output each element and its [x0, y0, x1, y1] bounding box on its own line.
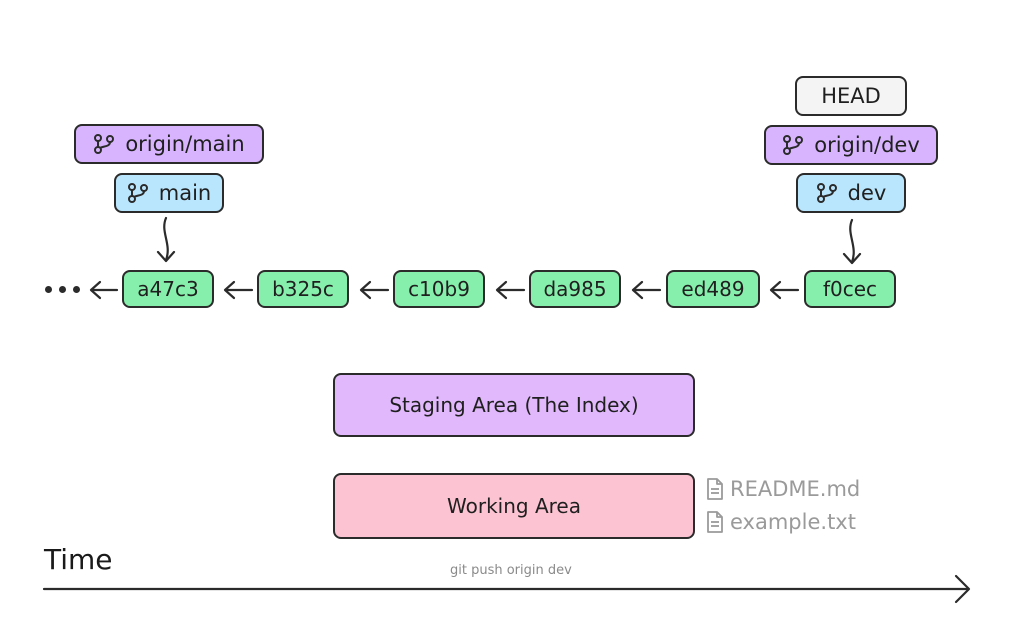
branch-dev-label: dev [847, 181, 887, 205]
branch-origin-dev-label: origin/dev [814, 133, 920, 157]
branch-dev: dev [796, 173, 906, 213]
commit-node: a47c3 [122, 270, 214, 308]
commit-hash: f0cec [822, 277, 878, 301]
commit-hash: c10b9 [408, 277, 470, 301]
head-text: HEAD [821, 84, 881, 108]
ellipsis-dot [73, 286, 80, 293]
arrow-main-to-a47c3 [156, 216, 176, 263]
arrow-da985-to-c10b9 [495, 280, 526, 300]
arrow-f0cec-to-ed489 [769, 280, 800, 300]
arrow-b325c-to-a47c3 [223, 280, 254, 300]
branch-origin-main: origin/main [74, 124, 264, 164]
arrow-c10b9-to-b325c [359, 280, 390, 300]
arrow-dev-to-f0cec [842, 218, 862, 265]
git-branch-icon [782, 134, 808, 156]
arrow-ed489-to-da985 [631, 280, 662, 300]
commit-node: f0cec [804, 270, 896, 308]
file-name: example.txt [730, 510, 856, 534]
git-branch-icon [127, 182, 153, 204]
git-branch-icon [93, 133, 119, 155]
branch-origin-main-label: origin/main [125, 132, 245, 156]
commit-node: c10b9 [393, 270, 485, 308]
commit-node: da985 [529, 270, 621, 308]
working-area: Working Area [333, 473, 695, 539]
head-label: HEAD [795, 76, 907, 116]
file-readme: README.md [706, 477, 860, 501]
branch-origin-dev: origin/dev [764, 125, 938, 165]
commit-hash: b325c [272, 277, 334, 301]
file-icon [706, 478, 724, 500]
file-name: README.md [730, 477, 861, 501]
time-axis [42, 574, 971, 604]
ellipsis-dot [45, 286, 52, 293]
branch-main: main [114, 173, 224, 213]
commit-hash: ed489 [681, 277, 745, 301]
commit-node: b325c [257, 270, 349, 308]
working-area-label: Working Area [447, 494, 581, 518]
file-icon [706, 511, 724, 533]
branch-main-label: main [158, 181, 212, 205]
ellipsis-dot [59, 286, 66, 293]
commit-hash: a47c3 [137, 277, 199, 301]
staging-area-label: Staging Area (The Index) [389, 393, 639, 417]
staging-area: Staging Area (The Index) [333, 373, 695, 437]
command-label: git push origin dev [450, 563, 572, 578]
git-branch-icon [816, 182, 842, 204]
time-label: Time [44, 543, 113, 576]
commit-hash: da985 [543, 277, 607, 301]
commit-node: ed489 [666, 270, 760, 308]
file-example: example.txt [706, 510, 856, 534]
arrow-a47c3-to-ellipsis [89, 280, 119, 300]
